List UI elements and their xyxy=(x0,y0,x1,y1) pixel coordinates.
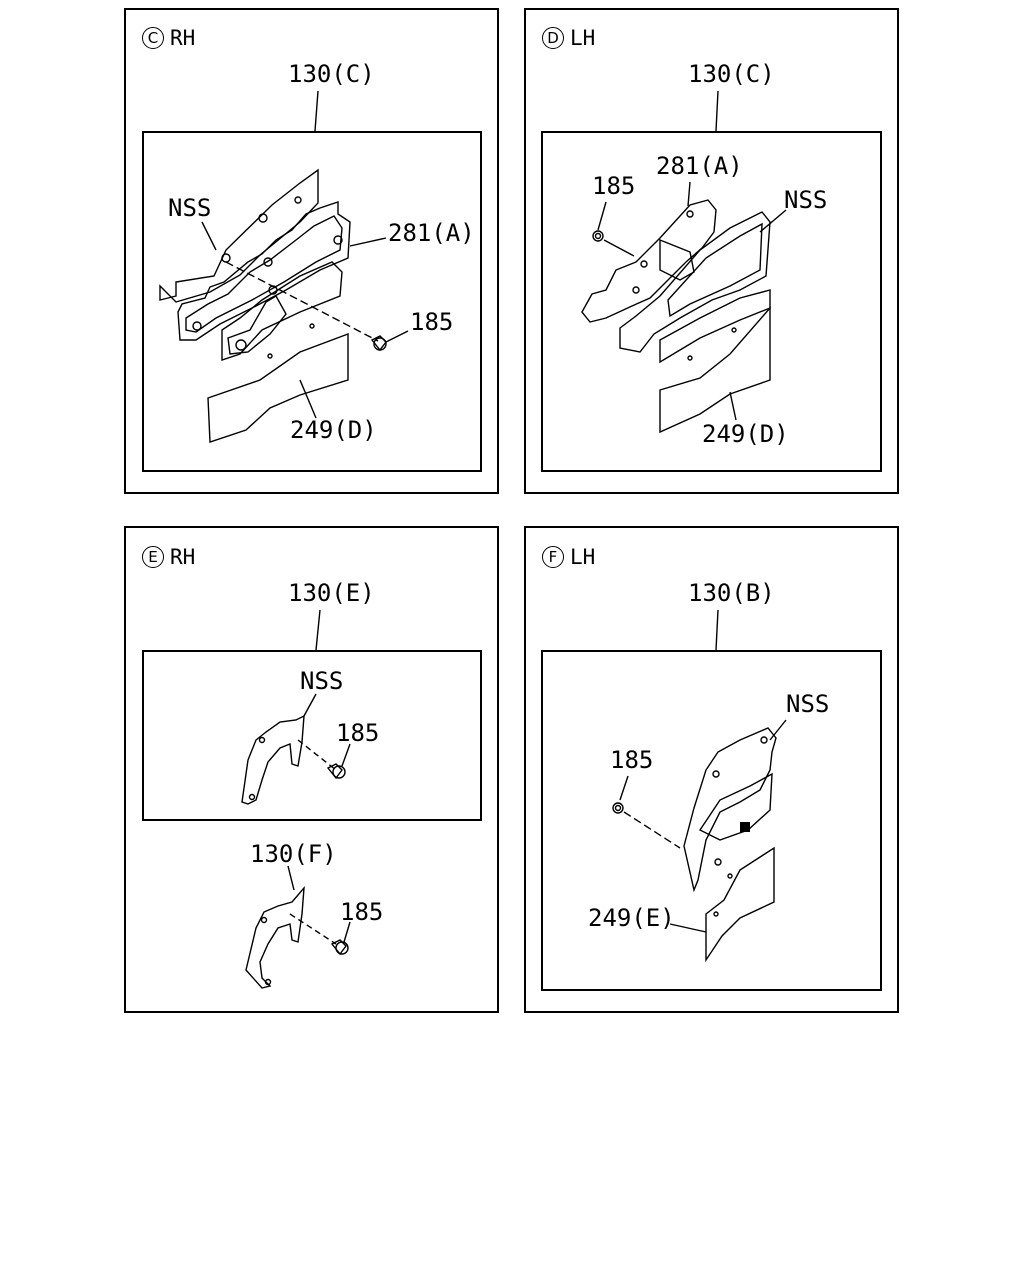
panel-e-sub-part-label: 130(F) xyxy=(250,840,337,868)
panel-f-main-part: 130(B) xyxy=(688,579,775,607)
panel-d-281-label: 281(A) xyxy=(656,152,743,180)
panel-f-nss-label: NSS xyxy=(786,690,830,718)
panel-e-nss-label: NSS xyxy=(300,667,344,695)
panel-e-185b-label: 185 xyxy=(340,898,384,926)
panel-e-detail-box xyxy=(142,650,482,821)
panel-c-nss-label: NSS xyxy=(168,194,212,222)
panel-f-drawing xyxy=(612,609,787,963)
panel-f-249-label: 249(E) xyxy=(588,904,675,932)
panel-c-185-label: 185 xyxy=(410,308,454,336)
panel-e xyxy=(124,526,499,1013)
panel-c-side: RH xyxy=(170,26,196,50)
panel-d xyxy=(524,8,899,494)
panel-f-header: F LH xyxy=(542,545,595,569)
panel-c-281-label: 281(A) xyxy=(388,219,475,247)
panel-c-header: C RH xyxy=(142,26,195,50)
panel-c-letter: C xyxy=(142,27,164,49)
panel-d-header: D LH xyxy=(542,26,595,50)
panel-e-185-label: 185 xyxy=(336,719,380,747)
panel-f-185-label: 185 xyxy=(610,746,654,774)
panel-d-side: LH xyxy=(570,26,596,50)
panel-e-drawing xyxy=(241,609,351,989)
panel-f-side: LH xyxy=(570,545,596,569)
panel-d-main-part: 130(C) xyxy=(688,60,775,88)
panel-c-main-part: 130(C) xyxy=(288,60,375,88)
panel-d-185-label: 185 xyxy=(592,172,636,200)
panel-d-249-label: 249(D) xyxy=(702,420,789,448)
panel-c xyxy=(124,8,499,494)
panel-f xyxy=(524,526,899,1013)
panel-e-main-part: 130(E) xyxy=(288,579,375,607)
panel-f-letter: F xyxy=(542,546,564,568)
panel-f-detail-box xyxy=(541,650,882,991)
panel-e-header: E RH xyxy=(142,545,195,569)
panel-d-drawing xyxy=(581,90,787,434)
panel-c-detail-box xyxy=(142,131,482,472)
panel-e-side: RH xyxy=(170,545,196,569)
panel-c-249-label: 249(D) xyxy=(290,416,377,444)
panel-e-letter: E xyxy=(142,546,164,568)
panel-c-drawing xyxy=(159,90,409,443)
panel-d-detail-box xyxy=(541,131,882,472)
panel-d-nss-label: NSS xyxy=(784,186,828,214)
panel-d-letter: D xyxy=(542,27,564,49)
